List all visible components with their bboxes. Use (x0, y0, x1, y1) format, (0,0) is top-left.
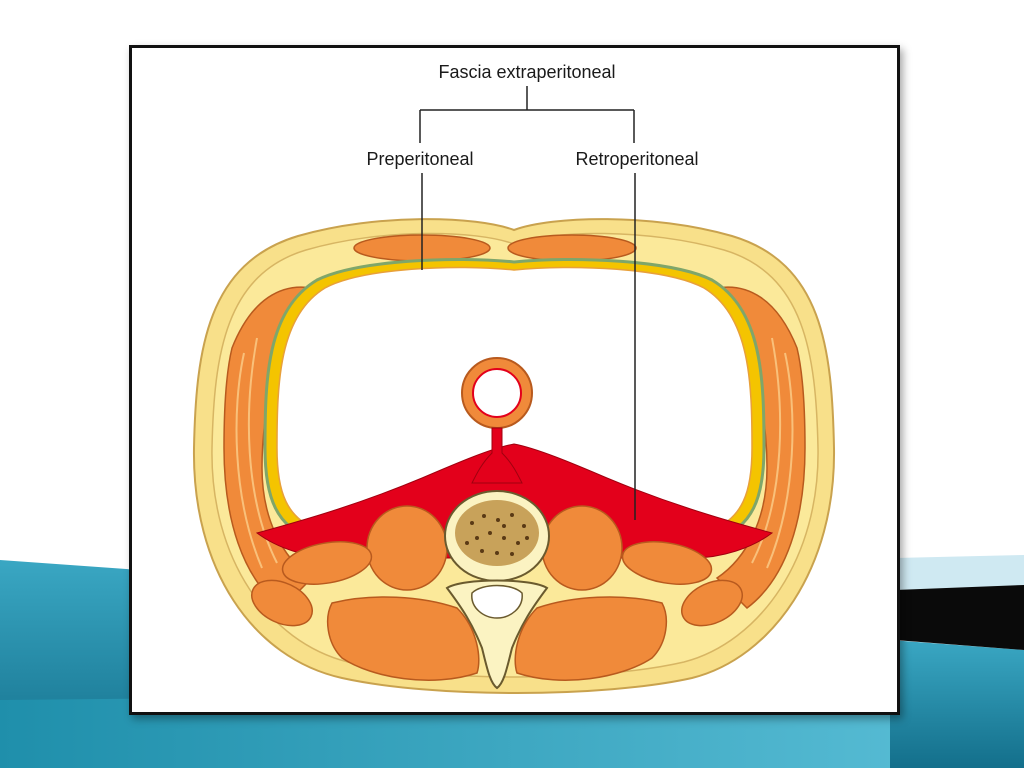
rectus-abdominis-right (507, 234, 637, 262)
psoas-right (541, 505, 623, 591)
erector-spinae-right (514, 596, 668, 681)
vertebral-arch (445, 579, 549, 690)
quadratus-lumborum-left (281, 541, 373, 585)
label-extraperitoneal-fascia: Fascia extraperitoneal (438, 62, 615, 82)
quadratus-lumborum-right (621, 541, 713, 585)
muscle-line-left-1 (235, 352, 263, 569)
back-muscle-left-lateral (251, 579, 313, 627)
aorta-lumen (472, 368, 522, 418)
abdomen-cross-section-diagram: Fascia extraperitoneal Preperitoneal Ret… (192, 62, 836, 694)
muscle-line-right-1 (766, 352, 794, 569)
cancellous-bone (455, 500, 539, 566)
teal-band-right (890, 640, 1024, 768)
erector-spinae-left (326, 596, 480, 681)
spinal-canal (471, 584, 523, 619)
back-muscle-right-lateral (681, 579, 743, 627)
figure-frame: Fascia extraperitoneal Preperitoneal Ret… (129, 45, 900, 715)
black-band-right (895, 585, 1024, 650)
psoas-left (366, 505, 448, 591)
label-leader-lines (419, 86, 636, 520)
mesentery-root (471, 427, 523, 484)
label-preperitoneal: Preperitoneal (366, 149, 473, 169)
light-blue-band-right (895, 555, 1024, 590)
label-retroperitoneal: Retroperitoneal (575, 149, 698, 169)
cancellous-bone-texture (465, 513, 529, 556)
